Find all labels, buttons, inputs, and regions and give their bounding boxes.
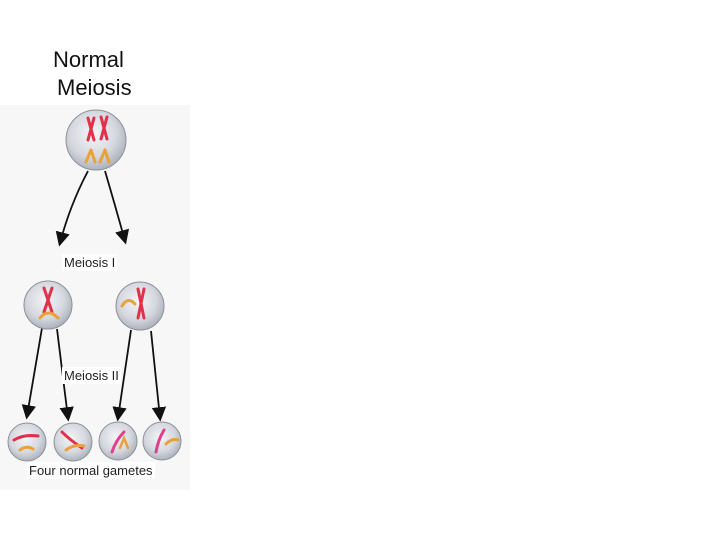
gamete-4 <box>142 421 182 461</box>
meiosis-1-label: Meiosis I <box>62 254 118 271</box>
parent-chromosome-large-1 <box>86 116 96 142</box>
parent-chromosome-small-1 <box>84 148 97 164</box>
arrow-left-to-gamete-1 <box>21 327 43 420</box>
meiosis-2-label: Meiosis II <box>62 367 121 384</box>
title-line-2: Meiosis <box>57 75 132 100</box>
parent-cell <box>65 109 127 171</box>
arrow-right-to-gamete-4 <box>150 330 167 422</box>
arrow-parent-to-left <box>55 170 89 247</box>
gamete-3 <box>98 421 138 461</box>
parent-chromosome-small-2 <box>98 148 111 164</box>
gamete-2 <box>53 422 93 462</box>
diagram-title: Normal Meiosis <box>53 46 132 102</box>
gamete-1 <box>7 422 47 462</box>
parent-chromosome-large-2 <box>99 115 109 141</box>
arrow-parent-to-right <box>104 170 130 245</box>
meiosis1-cell-right <box>115 281 165 331</box>
meiosis1-cell-left <box>23 280 73 330</box>
result-label: Four normal gametes <box>27 462 155 479</box>
arrow-right-to-gamete-3 <box>112 329 132 422</box>
title-line-1: Normal <box>53 47 124 72</box>
